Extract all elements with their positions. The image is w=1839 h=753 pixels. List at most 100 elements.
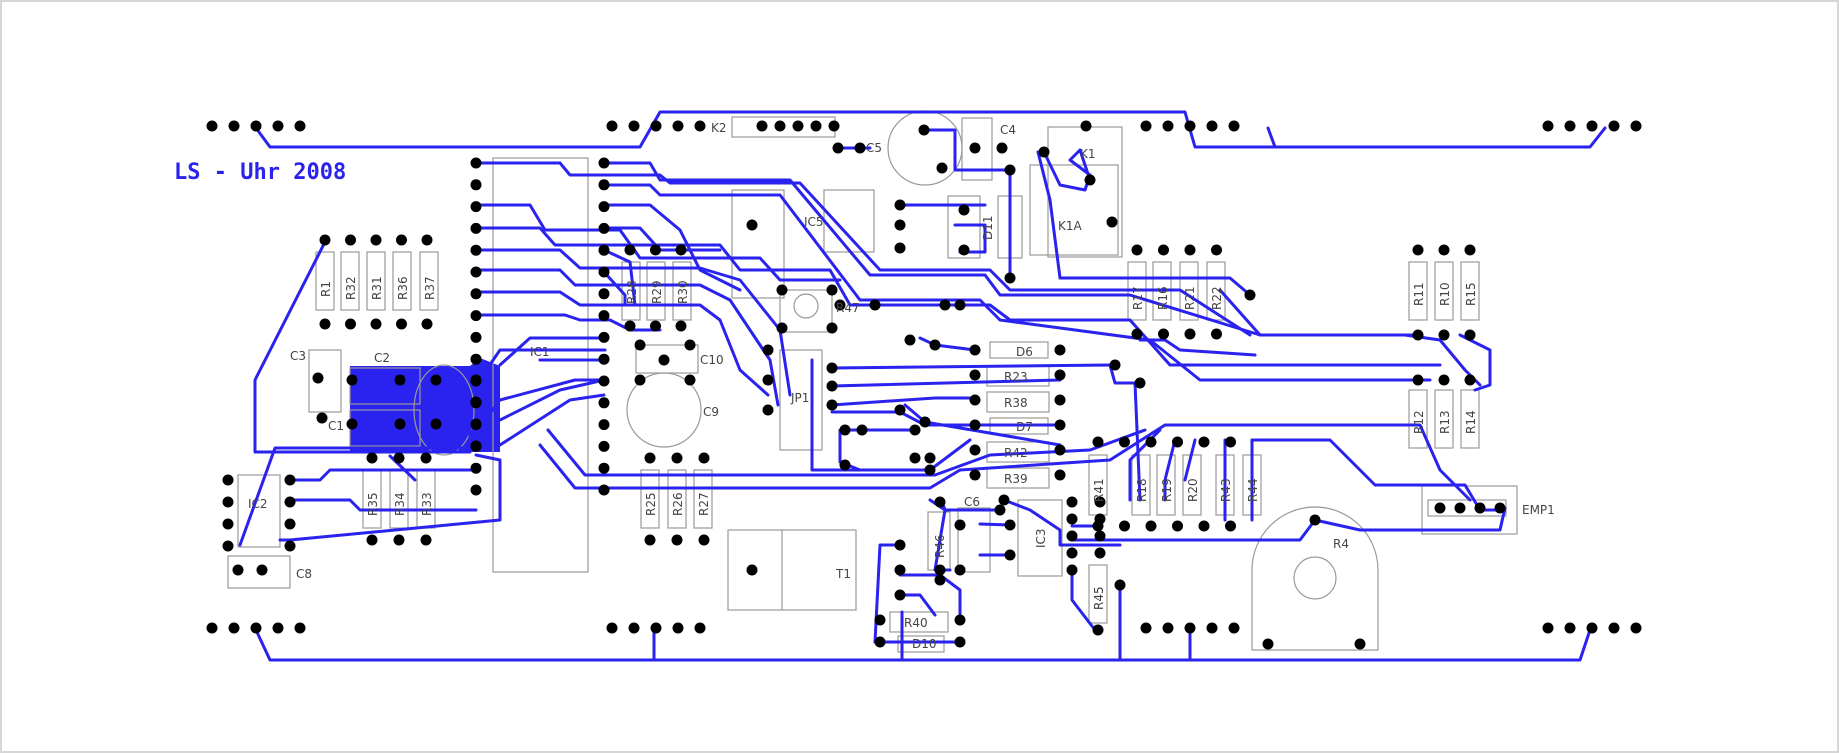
trace-ic1-fan5 (474, 226, 1442, 367)
solder-pad (1106, 216, 1118, 228)
solder-pad (650, 320, 661, 332)
label-T1: T1 (835, 567, 851, 581)
label-EMP1: EMP1 (1522, 503, 1555, 517)
solder-pad (624, 320, 636, 332)
trace-ic1-fan16 (498, 378, 606, 422)
trace-t1-2 (898, 573, 962, 622)
outline-C8 (227, 555, 291, 589)
outline-R39 (986, 467, 1050, 489)
trace-left-sweep2 (474, 348, 607, 387)
solder-pad (284, 474, 296, 486)
solder-pad (470, 418, 482, 430)
solder-pad (894, 404, 906, 416)
solder-pad (954, 519, 966, 531)
outline-D11 (947, 195, 981, 259)
trace-rbank1 (1138, 338, 1257, 357)
solder-pad (929, 339, 941, 351)
copper-pour (350, 358, 500, 452)
label-R27: R27 (697, 492, 711, 516)
outline-R19 (1156, 454, 1176, 516)
trace-jp1-2 (830, 378, 1062, 388)
solder-pad (998, 494, 1010, 506)
solder-pad (644, 452, 656, 464)
outline-R10 (1434, 261, 1454, 321)
label-R44: R44 (1246, 478, 1260, 502)
solder-pad (470, 222, 482, 234)
solder-pad (792, 120, 804, 132)
solder-pad (671, 452, 683, 464)
outline-R37 (419, 251, 439, 311)
outline-R4-knob (1293, 556, 1337, 600)
trace-left-sweep4 (278, 453, 502, 542)
solder-pad (762, 404, 774, 416)
solder-pad (598, 179, 610, 191)
label-R33: R33 (420, 492, 434, 516)
trace-ic1-fan8 (474, 290, 770, 397)
solder-pad (832, 142, 844, 154)
solder-pad (1094, 547, 1106, 559)
label-R40: R40 (904, 616, 928, 630)
solder-pad (470, 374, 482, 386)
solder-pad (470, 201, 482, 213)
label-R32: R32 (344, 276, 358, 300)
label-R29: R29 (650, 280, 664, 304)
trace-rbank3 (1458, 333, 1492, 392)
solder-pad (1162, 622, 1174, 634)
solder-pad (1464, 374, 1476, 386)
solder-pad (1140, 622, 1152, 634)
outline-R47-knob (793, 293, 819, 319)
solder-pad (1004, 272, 1016, 284)
solder-pad (222, 496, 234, 508)
outline-R38 (986, 391, 1050, 413)
trace-r20 (1183, 438, 1197, 482)
solder-pad (762, 344, 774, 356)
solder-pad (909, 452, 921, 464)
solder-pad (934, 574, 946, 586)
trace-diag1 (538, 423, 1472, 502)
label-R39: R39 (1004, 472, 1028, 486)
solder-pad (470, 440, 482, 452)
trace-ic1-fan7 (474, 268, 780, 407)
label-D10: D10 (912, 637, 937, 651)
solder-pad (1004, 519, 1016, 531)
solder-pad (1092, 520, 1104, 532)
solder-pad (366, 452, 378, 464)
solder-pad (826, 399, 838, 411)
solder-pad (1454, 502, 1466, 514)
solder-pad (396, 318, 407, 330)
label-C5: C5 (866, 141, 882, 155)
outline-IC1 (492, 157, 589, 573)
solder-pad (1066, 564, 1078, 576)
solder-pad (826, 284, 838, 296)
solder-pad (869, 299, 881, 311)
solder-pad (1054, 369, 1066, 381)
solder-pad (319, 234, 331, 246)
solder-pad (698, 452, 710, 464)
solder-pad (470, 484, 482, 496)
solder-pad (1119, 436, 1130, 448)
solder-pad (1586, 120, 1598, 132)
solder-pad (1158, 244, 1169, 256)
trace-ic3-1 (1002, 498, 1102, 547)
outline-R40 (889, 611, 949, 633)
label-R12: R12 (1412, 410, 1426, 434)
solder-pad (598, 462, 610, 474)
solder-pad (1140, 120, 1152, 132)
outline-crystal (413, 364, 475, 456)
solder-pad (598, 266, 610, 278)
solder-pad (345, 318, 356, 330)
trace-left-sweep7 (288, 498, 478, 512)
label-R34: R34 (393, 492, 407, 516)
label-R14: R14 (1464, 410, 1478, 434)
solder-pad (1054, 469, 1066, 481)
label-D6: D6 (1016, 345, 1033, 359)
solder-pad (470, 179, 482, 191)
solder-pad (1262, 638, 1274, 650)
solder-pad (1564, 622, 1576, 634)
solder-pad (370, 234, 382, 246)
label-R37: R37 (423, 276, 437, 300)
solder-pad (894, 589, 906, 601)
solder-pad (1172, 520, 1183, 532)
